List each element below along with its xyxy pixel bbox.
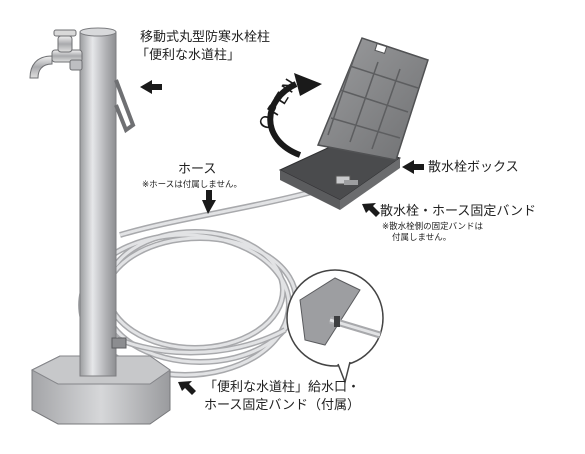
sprinkler-box	[278, 37, 429, 210]
box-lid	[316, 37, 429, 161]
product-name-line2: 「便利な水道柱」	[136, 48, 241, 63]
arrow-box-icon	[402, 160, 424, 174]
hose-label: ホース	[178, 162, 217, 177]
band-note-line1: ※散水栓側の固定バンドは	[382, 222, 484, 232]
open-arc	[267, 81, 302, 158]
inlet-label-line1: 「便利な水道柱」給水口・	[204, 380, 361, 395]
product-name-line1: 移動式丸型防寒水栓柱	[140, 30, 271, 45]
detail-circle	[286, 269, 384, 385]
hose-note: ※ホースは付属しません。	[142, 180, 242, 190]
band-note-line2: 付属しません。	[392, 233, 452, 243]
arrows	[140, 80, 424, 395]
open-label: OPEN	[255, 73, 303, 134]
arrow-band-icon	[362, 203, 380, 217]
inlet-label-line2: ホース固定バンド（付属）	[204, 398, 361, 413]
band-label: 散水栓・ホース固定バンド	[380, 204, 537, 219]
faucet	[29, 29, 83, 79]
box-label: 散水栓ボックス	[428, 160, 519, 175]
arrow-hose-icon	[202, 190, 216, 214]
water-pillar	[79, 31, 117, 377]
pillar-handle	[114, 79, 136, 134]
arrow-pillar-icon	[140, 80, 162, 94]
arrow-inlet-icon	[178, 381, 196, 395]
base-inlet	[111, 337, 127, 349]
